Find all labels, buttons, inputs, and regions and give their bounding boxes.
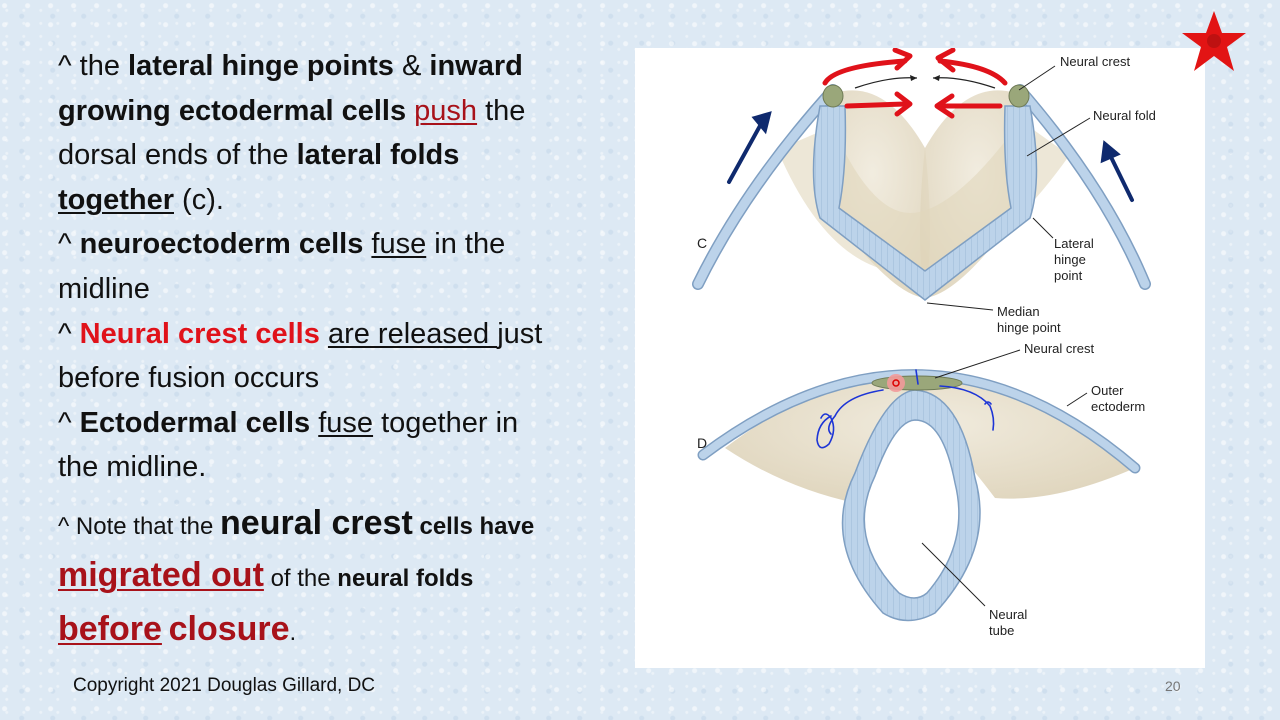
note-line: migrated out of the neural folds bbox=[58, 550, 638, 604]
main-text: ^ the lateral hinge points & inward grow… bbox=[58, 44, 628, 490]
text-run-red-large: migrated out bbox=[58, 556, 264, 594]
text-run bbox=[320, 318, 328, 350]
text-run-bold: neuroectoderm cells bbox=[79, 228, 364, 261]
text-run-bold: Ectodermal cells bbox=[79, 406, 311, 439]
neural-tube-lumen bbox=[863, 419, 960, 599]
page-number: 20 bbox=[1165, 678, 1181, 694]
text-run-push: push bbox=[414, 94, 478, 127]
label-lateral-hinge-3: point bbox=[1054, 268, 1083, 283]
label-outer-ectoderm-1: Outer bbox=[1091, 383, 1124, 398]
blue-pen-annotation bbox=[816, 369, 995, 449]
text-run-bold: cells have bbox=[412, 513, 535, 540]
text-run: the midline. bbox=[58, 451, 207, 484]
text-run: just bbox=[497, 317, 543, 350]
label-neural-crest-c: Neural crest bbox=[1060, 54, 1130, 69]
text-run-red-large: before bbox=[58, 610, 162, 648]
text-run: of the bbox=[263, 565, 338, 592]
text-run-bold: inward bbox=[429, 50, 523, 82]
text-run: ^ Note that the bbox=[58, 513, 221, 540]
text-run-red-large: closure bbox=[168, 610, 290, 648]
text-run-bold: lateral folds bbox=[296, 139, 460, 172]
copyright: Copyright 2021 Douglas Gillard, DC bbox=[73, 675, 376, 696]
text-run: midline bbox=[58, 272, 150, 305]
text-run: ^ bbox=[58, 228, 80, 261]
text-line: growing ectodermal cells push the bbox=[58, 89, 628, 134]
text-run-underline: fuse bbox=[371, 228, 427, 261]
text-run: dorsal ends of the bbox=[58, 139, 297, 172]
text-line: the midline. bbox=[58, 445, 628, 490]
note-line: before closure. bbox=[58, 604, 638, 658]
text-run: ^ bbox=[58, 406, 80, 439]
note-line: ^ Note that the neural crest cells have bbox=[58, 500, 638, 550]
neural-crest-cells-left bbox=[822, 84, 844, 108]
text-run-underline: fuse bbox=[318, 406, 374, 439]
text-run-underline: are released bbox=[327, 317, 498, 350]
note-text: ^ Note that the neural crest cells have … bbox=[58, 500, 638, 658]
label-median-hinge-2: hinge point bbox=[997, 320, 1061, 335]
panel-d: D Neural crest Outer ectoderm Neural tub… bbox=[697, 341, 1145, 638]
text-line: ^ Neural crest cells are released just bbox=[58, 312, 628, 357]
text-line: ^ the lateral hinge points & inward bbox=[58, 44, 628, 89]
text-run-red-bold: Neural crest cells bbox=[79, 317, 320, 350]
figure-panel: C Neural crest Neural fold Lateral hinge… bbox=[635, 47, 1205, 668]
panel-c: C Neural crest Neural fold Lateral hinge… bbox=[692, 47, 1156, 335]
star-icon bbox=[1182, 11, 1246, 71]
text-run: the bbox=[477, 94, 526, 127]
neural-tube-diagram: C Neural crest Neural fold Lateral hinge… bbox=[692, 47, 1156, 638]
text-run bbox=[406, 95, 414, 127]
red-push-arrows-annotation bbox=[822, 47, 1008, 119]
text-run-bold-large: neural crest bbox=[220, 504, 413, 542]
label-neural-crest-d: Neural crest bbox=[1024, 341, 1094, 356]
text-run-bold: growing ectodermal cells bbox=[58, 94, 407, 127]
label-lateral-hinge-2: hinge bbox=[1054, 252, 1086, 267]
label-neural-fold: Neural fold bbox=[1093, 108, 1156, 123]
text-run: . bbox=[289, 619, 297, 646]
label-neural-tube-2: tube bbox=[989, 623, 1014, 638]
panel-c-letter: C bbox=[697, 235, 707, 251]
text-line: before fusion occurs bbox=[58, 356, 628, 401]
label-outer-ectoderm-2: ectoderm bbox=[1091, 399, 1145, 414]
text-run-bold: lateral hinge points bbox=[128, 50, 394, 82]
text-run: & bbox=[393, 50, 430, 82]
text-run-bold: neural folds bbox=[337, 565, 474, 592]
text-run bbox=[162, 619, 169, 646]
text-line: dorsal ends of the lateral folds bbox=[58, 133, 628, 178]
label-median-hinge-1: Median bbox=[997, 304, 1040, 319]
text-run: (c). bbox=[174, 183, 224, 216]
text-run-bold-underline: together bbox=[58, 183, 174, 216]
text-run: ^ the bbox=[58, 50, 129, 82]
text-line: ^ neuroectoderm cells fuse in the bbox=[58, 222, 628, 267]
text-run: ^ bbox=[58, 317, 80, 350]
text-run: together in bbox=[373, 406, 519, 439]
text-line: together (c). bbox=[58, 178, 628, 223]
text-run: before fusion occurs bbox=[58, 362, 320, 395]
text-line: ^ Ectodermal cells fuse together in bbox=[58, 401, 628, 446]
panel-d-letter: D bbox=[697, 435, 707, 451]
text-run: in the bbox=[426, 228, 506, 261]
navy-arrows-annotation bbox=[727, 111, 1134, 202]
label-lateral-hinge-1: Lateral bbox=[1054, 236, 1094, 251]
label-neural-tube-1: Neural bbox=[989, 607, 1027, 622]
neural-crest-cells-right bbox=[1008, 84, 1030, 108]
text-line: midline bbox=[58, 267, 628, 312]
